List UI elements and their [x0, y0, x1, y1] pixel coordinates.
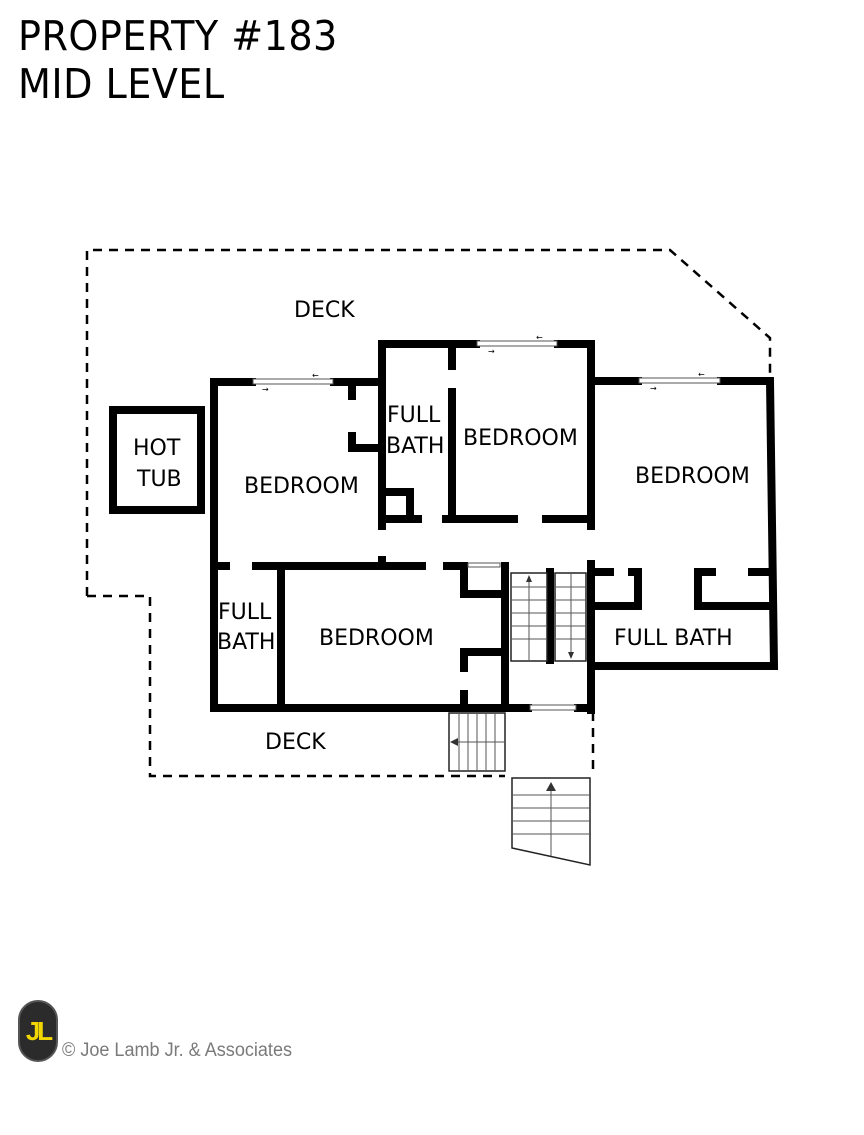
room-label-full-bath-sw-line1: FULL	[218, 600, 272, 625]
svg-text:→: →	[650, 384, 657, 393]
svg-text:←: ←	[698, 370, 705, 379]
deck-outline	[85, 248, 772, 778]
page-subtitle-level: MID LEVEL	[18, 60, 225, 108]
svg-text:←: ←	[536, 333, 543, 342]
svg-text:→: →	[262, 385, 269, 394]
room-label-deck-top: DECK	[294, 298, 355, 323]
company-logo: JL	[18, 1000, 58, 1062]
hot-tub-outline	[109, 406, 205, 514]
walls	[210, 340, 779, 714]
deck-stairs-south	[511, 777, 591, 866]
room-label-full-bath-center-line1: FULL	[387, 403, 441, 428]
room-label-full-bath-east: FULL BATH	[614, 626, 733, 651]
direction-arrow-icon	[546, 782, 556, 791]
room-label-bedroom-east: BEDROOM	[635, 464, 750, 489]
page-title: PROPERTY #183	[18, 12, 338, 60]
room-label-bedroom-south: BEDROOM	[319, 626, 434, 651]
stairs-icon	[510, 572, 587, 662]
room-label-deck-bottom: DECK	[265, 730, 326, 755]
footer: JL © Joe Lamb Jr. & Associates	[18, 1000, 304, 1062]
room-label-bedroom-center: BEDROOM	[463, 426, 578, 451]
deck-stairs-west	[448, 712, 506, 772]
sliding-door-icon: ← → ← → ← →	[252, 333, 721, 711]
room-label-hot-tub-line2: TUB	[136, 467, 182, 492]
svg-text:→: →	[488, 347, 495, 356]
direction-arrow-icon	[450, 738, 458, 746]
room-label-full-bath-sw-line2: BATH	[217, 630, 275, 655]
room-label-bedroom-west: BEDROOM	[244, 474, 359, 499]
copyright-text: © Joe Lamb Jr. & Associates	[62, 1040, 293, 1061]
svg-text:←: ←	[312, 371, 319, 380]
room-label-full-bath-center-line2: BATH	[386, 434, 444, 459]
room-label-hot-tub-line1: HOT	[133, 436, 181, 461]
